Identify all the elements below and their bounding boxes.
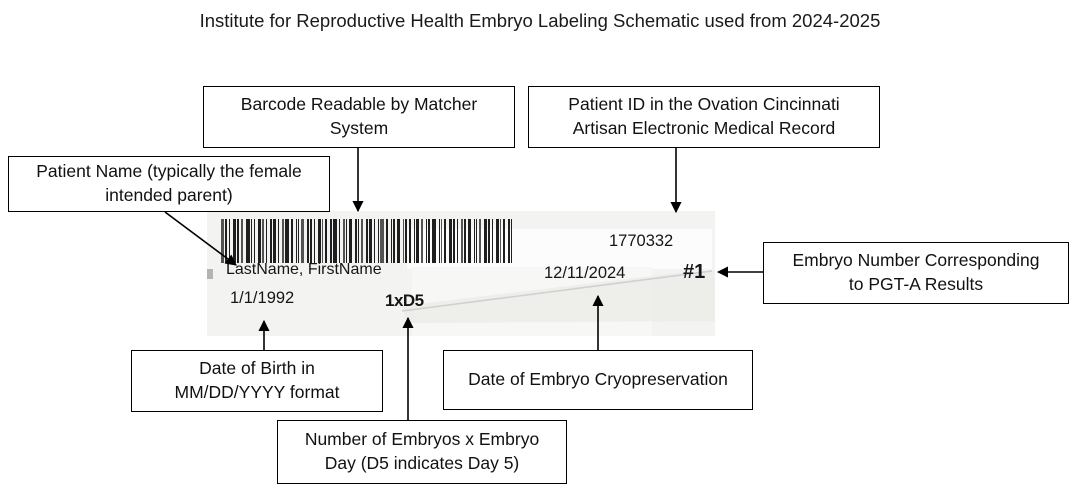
barcode-bar bbox=[508, 219, 510, 263]
barcode-bar bbox=[409, 219, 411, 263]
barcode-bar bbox=[355, 219, 357, 263]
barcode-bar bbox=[511, 219, 512, 263]
arrow-patient-name bbox=[164, 211, 237, 266]
barcode-bar bbox=[298, 219, 299, 263]
barcode-bar bbox=[322, 219, 323, 263]
barcode-bar bbox=[325, 219, 327, 263]
barcode-bar bbox=[301, 219, 304, 263]
barcode-bar bbox=[229, 219, 230, 263]
barcode-bar bbox=[310, 219, 312, 263]
barcode-bar bbox=[358, 219, 359, 263]
barcode-bar bbox=[296, 219, 297, 263]
barcode-bar bbox=[273, 219, 276, 263]
barcode-bar bbox=[403, 219, 404, 263]
barcode-bar bbox=[225, 219, 227, 263]
barcode-bar bbox=[464, 219, 466, 263]
barcode-bar bbox=[441, 219, 442, 263]
barcode-bar bbox=[428, 219, 430, 263]
barcode-graphic bbox=[221, 219, 551, 263]
label-cryo-date: 12/11/2024 bbox=[544, 264, 626, 282]
label-dob: 1/1/1992 bbox=[230, 289, 295, 307]
barcode-bar bbox=[449, 219, 452, 263]
barcode-bar bbox=[339, 219, 340, 263]
barcode-bar bbox=[474, 219, 475, 263]
barcode-bar bbox=[258, 219, 261, 263]
barcode-bar bbox=[386, 219, 388, 263]
barcode-bar bbox=[492, 219, 493, 263]
barcode-bar bbox=[291, 219, 293, 263]
barcode-bar bbox=[374, 219, 375, 263]
barcode-bar bbox=[426, 219, 427, 263]
barcode-bar bbox=[285, 219, 289, 263]
barcode-bar bbox=[366, 219, 368, 263]
barcode-bar bbox=[307, 219, 309, 263]
barcode-bar bbox=[333, 219, 337, 263]
barcode-bar bbox=[439, 219, 440, 263]
barcode-bar bbox=[318, 219, 321, 263]
barcode-bar bbox=[468, 219, 471, 263]
barcode-bar bbox=[254, 219, 255, 263]
barcode-bar bbox=[432, 219, 436, 263]
barcode-bar bbox=[479, 219, 481, 263]
barcode-bar bbox=[314, 219, 315, 263]
barcode-bar bbox=[221, 219, 224, 263]
barcode-bar bbox=[233, 219, 236, 263]
barcode-bar bbox=[237, 219, 239, 263]
barcode-bar bbox=[476, 219, 477, 263]
barcode-bar bbox=[346, 219, 347, 263]
callout-patient-id: Patient ID in the Ovation Cincinnati Art… bbox=[528, 86, 880, 148]
barcode-bar bbox=[278, 219, 279, 263]
barcode-bar bbox=[461, 219, 463, 263]
barcode-bar bbox=[349, 219, 352, 263]
barcode-bar bbox=[266, 219, 267, 263]
barcode-bar bbox=[397, 219, 400, 263]
barcode-bar bbox=[414, 219, 415, 263]
diagram-title: Institute for Reproductive Health Embryo… bbox=[199, 10, 881, 31]
barcode-bar bbox=[416, 219, 419, 263]
barcode-bar bbox=[405, 219, 407, 263]
label-embryo-number: #1 bbox=[683, 261, 706, 283]
barcode-bar bbox=[330, 219, 332, 263]
barcode-bar bbox=[241, 219, 243, 263]
barcode-bar bbox=[457, 219, 458, 263]
label-patient-name: LastName, FirstName bbox=[226, 261, 382, 278]
callout-barcode: Barcode Readable by Matcher System bbox=[203, 86, 515, 148]
label-embryo-count: 1xD5 bbox=[385, 291, 424, 310]
callout-embryo-number: Embryo Number Corresponding to PGT-A Res… bbox=[763, 242, 1069, 304]
barcode-bar bbox=[251, 219, 252, 263]
barcode-bar bbox=[453, 219, 455, 263]
barcode-bar bbox=[270, 219, 272, 263]
barcode-bar bbox=[393, 219, 395, 263]
barcode-bar bbox=[421, 219, 423, 263]
callout-cryo-date: Date of Embryo Cryopreservation bbox=[443, 350, 753, 410]
barcode-bar bbox=[488, 219, 490, 263]
barcode-bar bbox=[282, 219, 284, 263]
label-patient-id: 1770332 bbox=[609, 232, 674, 250]
barcode-bar bbox=[246, 219, 250, 263]
embryo-label-image: 1770332 LastName, FirstName 12/11/2024 #… bbox=[207, 211, 715, 336]
barcode-bar bbox=[361, 219, 363, 263]
barcode-bar bbox=[496, 219, 499, 263]
barcode-bar bbox=[378, 219, 379, 263]
barcode-bar bbox=[262, 219, 264, 263]
barcode-bar bbox=[369, 219, 372, 263]
barcode-bar bbox=[380, 219, 384, 263]
barcode-bar bbox=[343, 219, 345, 263]
barcode-bar bbox=[444, 219, 446, 263]
barcode-bar bbox=[484, 219, 487, 263]
callout-patient-name: Patient Name (typically the female inten… bbox=[8, 156, 330, 212]
callout-dob: Date of Birth in MM/DD/YYYY format bbox=[131, 350, 383, 412]
barcode-bar bbox=[500, 219, 501, 263]
barcode-bar bbox=[503, 219, 505, 263]
callout-embryo-count: Number of Embryos x Embryo Day (D5 indic… bbox=[277, 420, 567, 484]
barcode-bar bbox=[391, 219, 392, 263]
